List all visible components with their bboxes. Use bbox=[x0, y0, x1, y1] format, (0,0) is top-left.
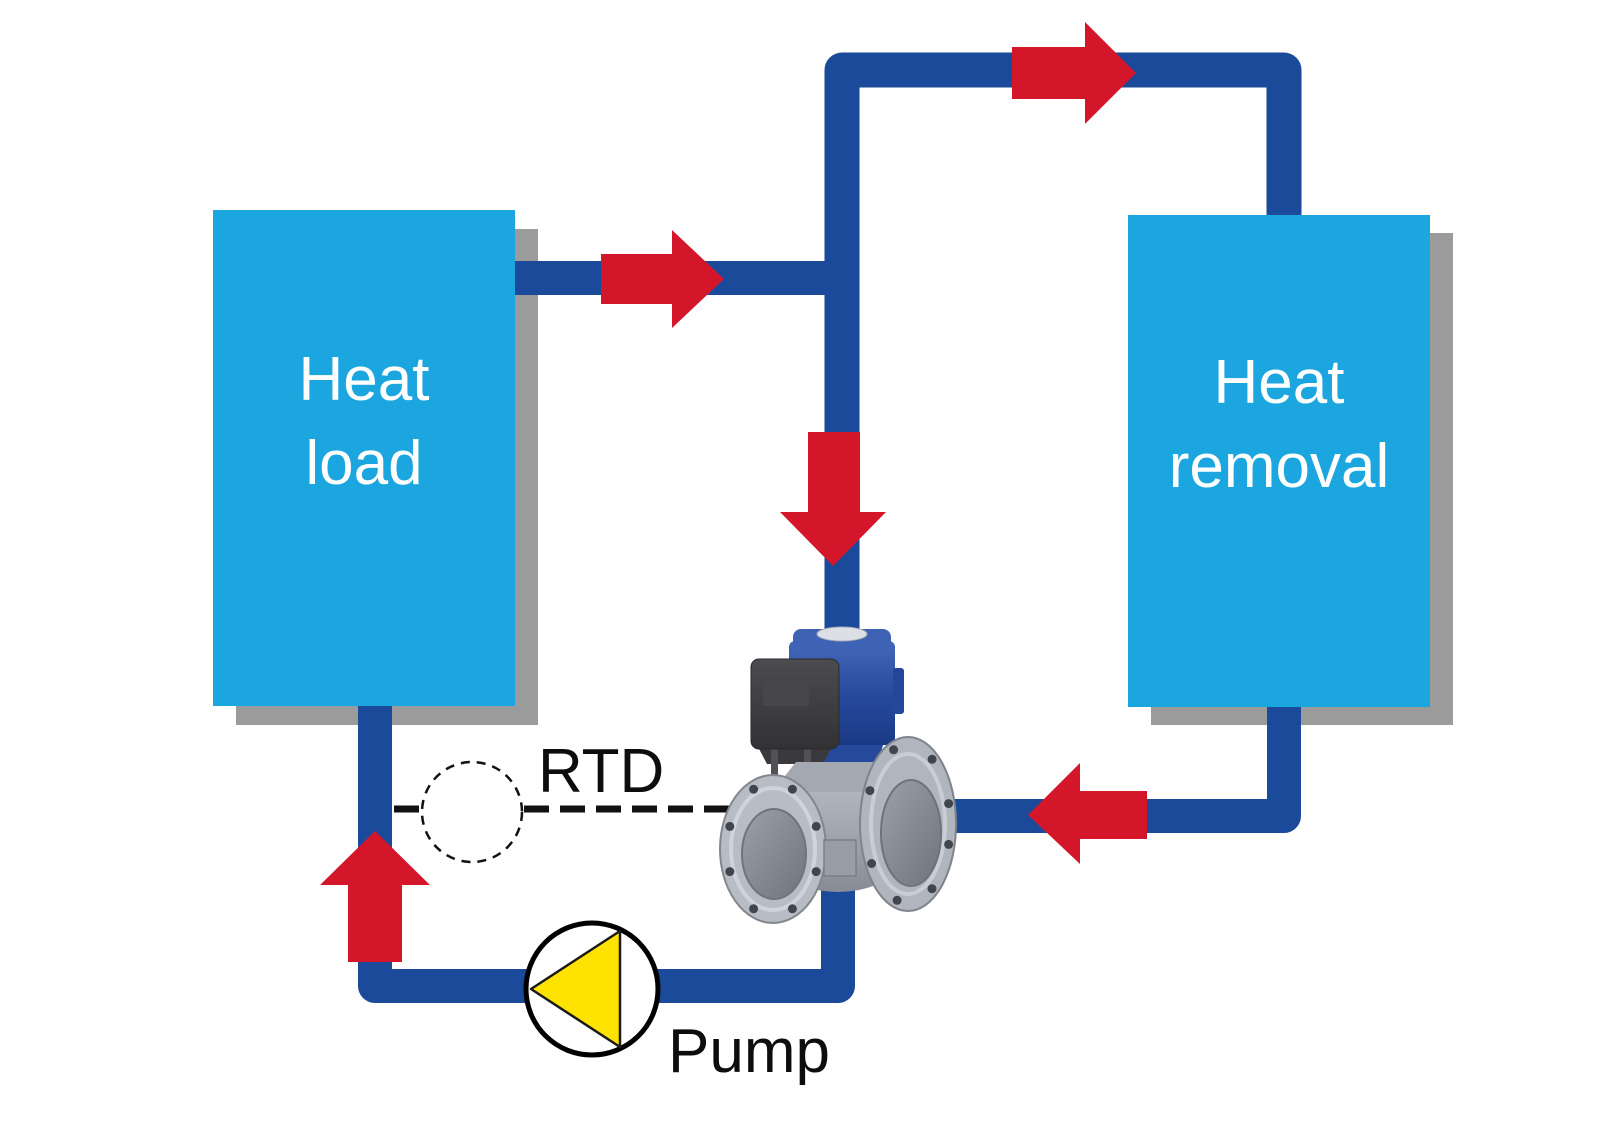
valve-right-flange-bolts bbox=[865, 745, 954, 905]
valve-left-opening bbox=[741, 808, 807, 900]
arrow-supply-right-icon bbox=[601, 230, 724, 328]
valve-left-flange-bolts bbox=[725, 784, 821, 914]
rtd-label: RTD bbox=[538, 737, 665, 806]
three-way-control-valve-icon bbox=[719, 626, 957, 924]
positioner-leg-left bbox=[771, 747, 778, 777]
arrow-up-heat-load-icon bbox=[320, 831, 430, 962]
valve-right-opening bbox=[880, 779, 942, 887]
heat-load-box: Heat load bbox=[213, 210, 515, 706]
valve-actuator-stem-collar bbox=[816, 626, 868, 642]
heat-removal-label: Heat removal bbox=[1168, 348, 1390, 501]
heat-load-label: Heat load bbox=[298, 345, 430, 498]
rtd-sensor-circle-icon bbox=[420, 760, 524, 864]
pump-label: Pump bbox=[668, 1017, 830, 1086]
arrow-valve-down-icon bbox=[780, 432, 886, 566]
rtd-sensor bbox=[394, 760, 730, 864]
pump-impeller-triangle bbox=[529, 929, 622, 1049]
valve-center-block bbox=[823, 839, 857, 877]
pump-icon bbox=[523, 920, 661, 1058]
valve-left-flange-ring bbox=[729, 786, 817, 912]
arrow-top-right-icon bbox=[1012, 22, 1136, 124]
positioner-label-plate bbox=[763, 680, 809, 706]
valve-right-flange-ring bbox=[869, 752, 947, 896]
arrow-return-left-icon bbox=[1028, 763, 1147, 864]
valve-actuator-side-tab bbox=[893, 668, 904, 714]
heat-removal-box: Heat removal bbox=[1128, 215, 1430, 707]
flow-arrows bbox=[320, 22, 1147, 962]
